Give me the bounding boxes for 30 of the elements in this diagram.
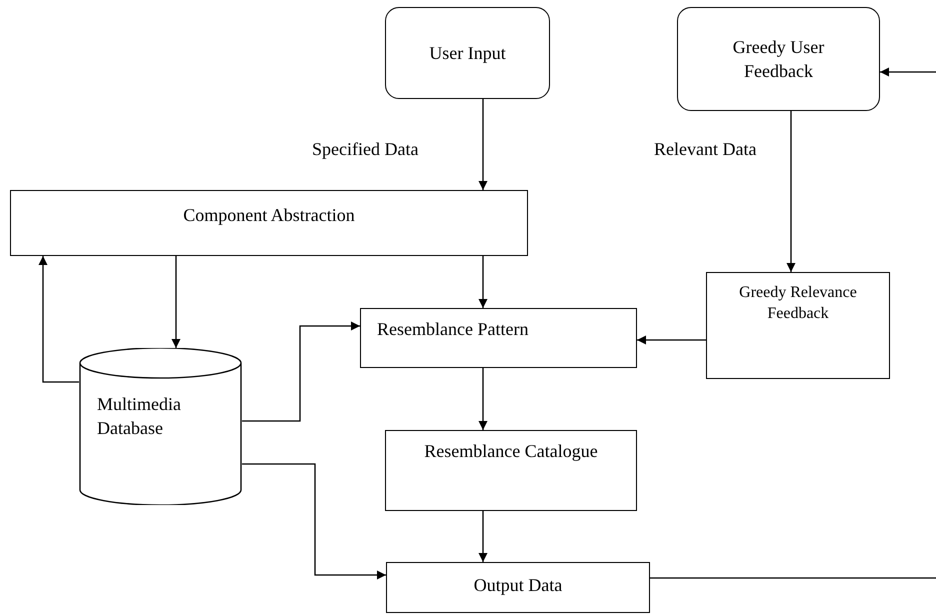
node-label: Greedy User Feedback — [732, 36, 826, 83]
node-label: Resemblance Catalogue — [424, 440, 598, 463]
edge-label: Relevant Data — [654, 139, 756, 160]
rounded-box — [677, 7, 880, 111]
arrow — [637, 336, 706, 344]
process-box — [706, 272, 890, 379]
rounded-box — [385, 7, 550, 99]
edge-label: Specified Data — [312, 139, 418, 160]
arrow — [478, 256, 488, 308]
arrow — [478, 511, 488, 562]
node-label: Resemblance Pattern — [377, 318, 528, 341]
node-label: Component Abstraction — [183, 204, 355, 227]
process-box — [360, 308, 637, 368]
arrow — [172, 256, 180, 348]
process-box — [386, 562, 650, 613]
arrow — [786, 111, 796, 272]
arrow — [242, 322, 360, 422]
database-cylinder — [79, 348, 242, 505]
process-box — [10, 190, 528, 256]
arrow — [880, 68, 936, 76]
arrow — [478, 99, 488, 190]
arrow — [38, 256, 79, 383]
node-label: Output Data — [474, 574, 562, 597]
node-label: Greedy Relevance Feedback — [738, 283, 858, 324]
connector-line — [650, 577, 936, 579]
arrow — [478, 368, 488, 430]
process-box — [385, 430, 637, 511]
arrow — [242, 463, 386, 580]
node-label: User Input — [428, 42, 507, 65]
node-label: Multimedia Database — [97, 393, 182, 440]
